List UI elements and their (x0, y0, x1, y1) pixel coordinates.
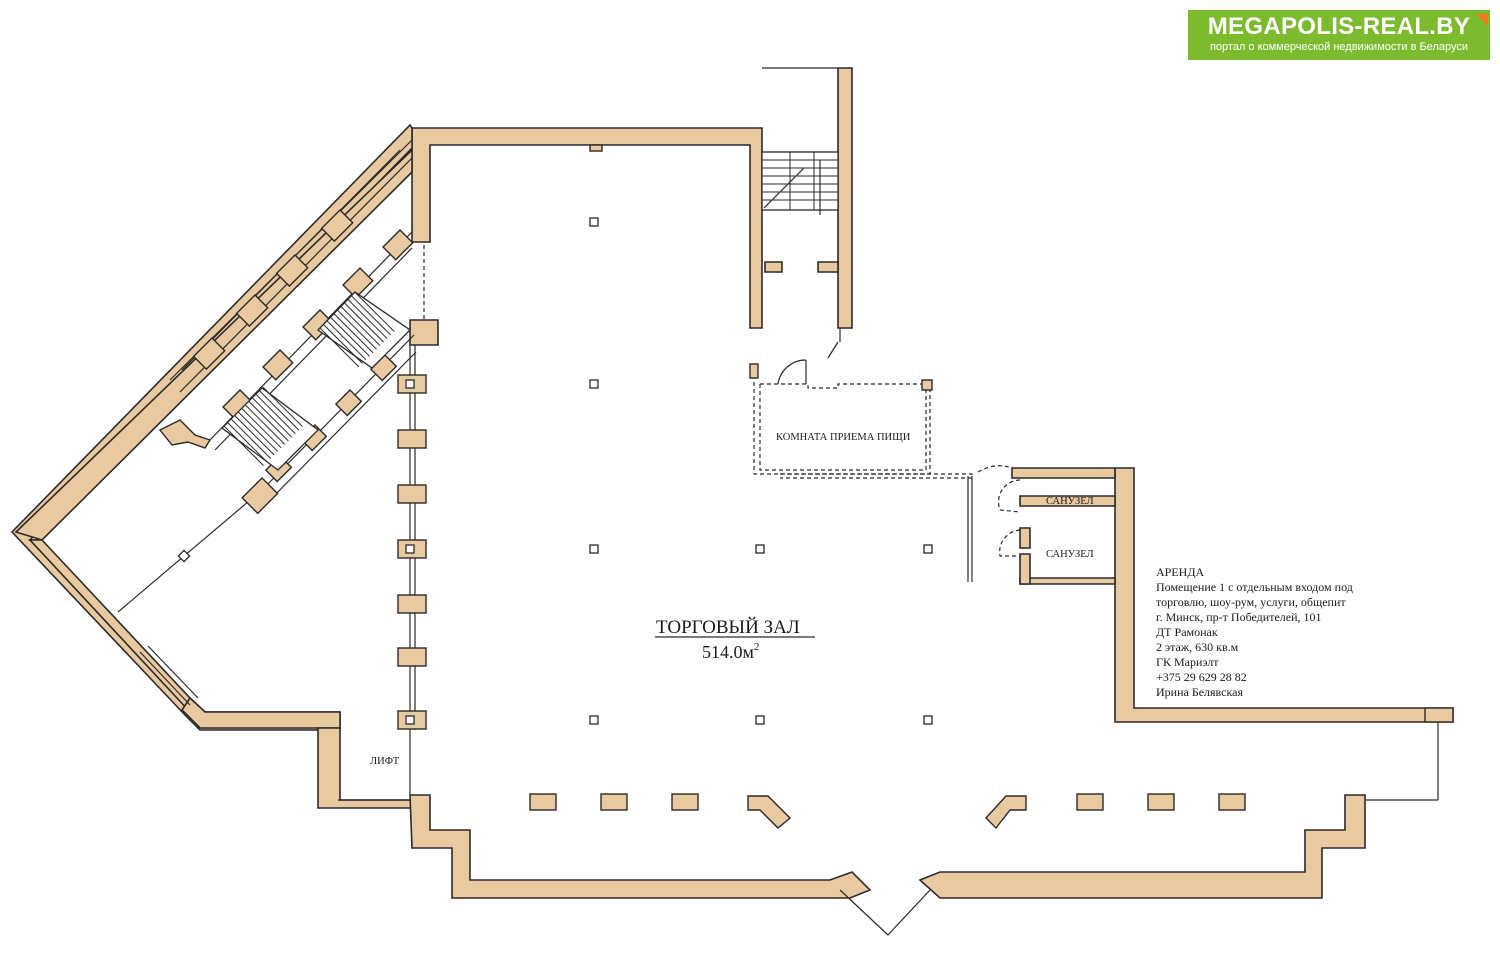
info-line-4: ДТ Рамонак (1156, 625, 1218, 639)
diagonal-pilasters (158, 209, 414, 515)
facade-piers (529, 707, 1454, 830)
dining-room (749, 328, 1013, 582)
hall-title: ТОРГОВЫЙ ЗАЛ (656, 617, 800, 638)
info-line-3: г. Минск, пр-т Победителей, 101 (1156, 610, 1322, 624)
columns (177, 144, 933, 725)
info-line-6: ГК Мариэлт (1156, 655, 1219, 669)
info-title: АРЕНДА (1156, 565, 1205, 579)
diagonal-stairs (221, 291, 412, 471)
piers (397, 374, 427, 730)
logo-tagline: портал о коммерческой недвижимости в Бел… (1209, 41, 1469, 53)
info-line-2: торговлю, шоу-рум, услуги, общепит (1156, 595, 1346, 609)
dining-room-label: КОМНАТА ПРИЕМА ПИЩИ (776, 432, 911, 443)
wc-label-2: САНУЗЕЛ (1046, 549, 1094, 560)
exterior-walls (10, 67, 1454, 899)
info-line-1: Помещение 1 с отдельным входом под (1156, 580, 1353, 594)
hall-area: 514.0м2 (702, 641, 759, 662)
wc-label-1: САНУЗЕЛ (1046, 496, 1094, 507)
top-right-stairs (761, 67, 839, 215)
site-logo[interactable]: MEGAPOLIS-REAL.BY портал о коммерческой … (1188, 10, 1490, 60)
logo-name: MEGAPOLIS-REAL.BY (1207, 13, 1471, 40)
wc-doors (997, 479, 1021, 557)
info-contact-name: Ирина Белявская (1156, 685, 1243, 699)
rental-info: АРЕНДА Помещение 1 с отдельным входом по… (1156, 565, 1476, 700)
room-labels: ТОРГОВЫЙ ЗАЛ 514.0м2 КОМНАТА ПРИЕМА ПИЩИ… (370, 432, 1094, 767)
logo-corner-mark (1476, 14, 1488, 26)
info-line-5: 2 этаж, 630 кв.м (1156, 640, 1239, 654)
info-phone: +375 29 629 28 82 (1156, 670, 1247, 684)
lift-label: ЛИФТ (370, 756, 400, 767)
